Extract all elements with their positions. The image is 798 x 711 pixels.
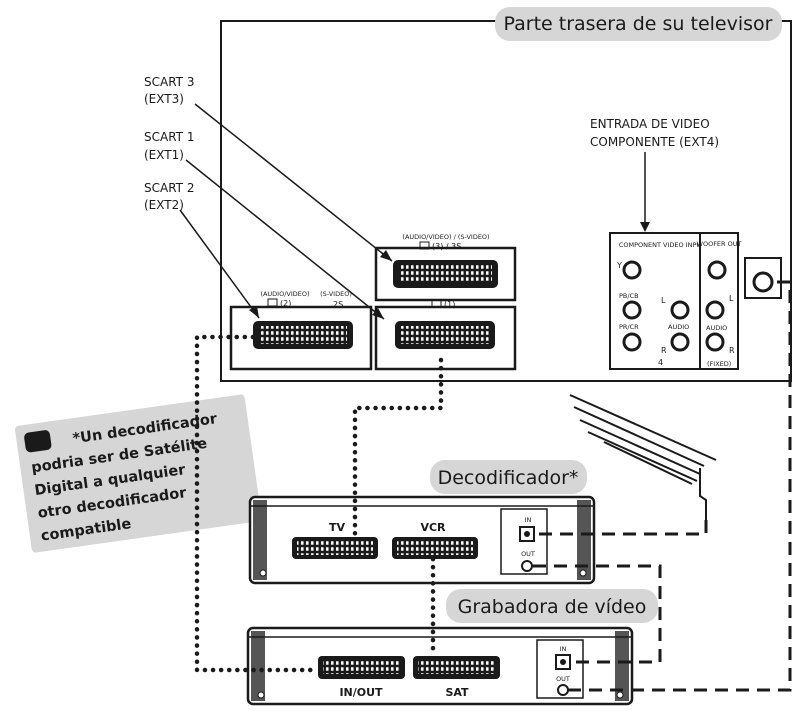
component-y-jack[interactable] [622, 260, 642, 280]
antenna-jack-icon [752, 271, 774, 293]
component-pb-jack[interactable] [622, 300, 642, 320]
callout-component-line1: ENTRADA DE VIDEO [590, 117, 710, 131]
input-arrow-icon [419, 241, 430, 250]
leader-scart3 [194, 103, 393, 262]
coax-jack-icon [524, 531, 530, 537]
leader-arrowheads [372, 308, 384, 319]
woofer-out-jack[interactable] [707, 260, 727, 280]
decoder-tv-port-label: TV [329, 521, 346, 534]
component-pb-label: PB/CB [619, 292, 639, 300]
scart2-connector-pins [259, 326, 347, 344]
woofer-fixed-label: (FIXED) [707, 360, 731, 368]
component-audio-l-jack[interactable] [670, 300, 690, 320]
vcr-rf-out-label: OUT [556, 675, 570, 683]
callout-scart3-line2: (EXT3) [144, 92, 184, 106]
leader-scart1 [185, 159, 385, 320]
callout-component-line2: COMPONENTE (EXT4) [590, 135, 719, 149]
woofer-audio-label: AUDIO [706, 324, 727, 332]
scart3-ports-label: (3) / 3S [432, 242, 461, 251]
scart2-port-label: (2) [280, 299, 291, 308]
woofer-header: WOOFER OUT [697, 240, 742, 248]
input-arrow-icon [431, 299, 442, 308]
component-header: COMPONENT VIDEO INPUT [619, 241, 705, 249]
vcr-sat-scart-pins [418, 660, 495, 674]
coax-jack-icon [560, 659, 566, 665]
component-audio-r-jack[interactable] [670, 332, 690, 352]
scart-cables [194, 334, 444, 673]
component-pr-jack[interactable] [622, 332, 642, 352]
scart3-slot-label: (AUDIO/VIDEO) / (S-VIDEO) [402, 233, 489, 241]
leader-arrowheads [640, 222, 650, 232]
decoder-rf-in-label: IN [525, 516, 532, 524]
callout-scart2-line2: (EXT2) [144, 198, 184, 212]
pointing-hand-icon [24, 430, 52, 453]
cable-decoder-out-to-vcr-in [533, 564, 662, 664]
vcr-inout-port-label: IN/OUT [339, 686, 383, 699]
note-card: *Un decodificador podria ser de Satélite… [14, 394, 262, 553]
tv-panel-title: Parte trasera de su televisor [504, 13, 773, 35]
rf-cables [533, 280, 792, 692]
woofer-panel [699, 232, 739, 370]
woofer-r-label: R [729, 346, 735, 355]
tv-panel-title-pill [495, 7, 782, 41]
cable-vcr-out-to-tv [568, 280, 792, 692]
antenna-icon [569, 394, 717, 520]
vcr-inout-scart-pins [323, 660, 400, 674]
decoder-title: Decodificador* [438, 467, 579, 489]
vcr-rf-in-label: IN [560, 645, 567, 653]
component-audio-label: AUDIO [668, 323, 689, 331]
callout-scart1-line1: SCART 1 [144, 130, 194, 144]
decoder-vcr-scart-pins [397, 541, 473, 555]
component-pr-label: PR/CR [619, 323, 639, 331]
component-port-number: 4 [658, 358, 663, 367]
scart2-slot-label: (AUDIO/VIDEO) [260, 290, 309, 298]
input-arrow-icon [267, 298, 278, 307]
svideo2-slot-label: (S-VIDEO) [320, 290, 352, 298]
callout-scart3-line1: SCART 3 [144, 75, 194, 89]
audio-out-r-jack[interactable] [705, 332, 725, 352]
decoder-rf-out-label: OUT [521, 550, 535, 558]
component-y-label: Y [616, 261, 622, 270]
audio-out-l-jack[interactable] [705, 300, 725, 320]
leader-arrowheads [249, 306, 259, 318]
vcr-rf-out-jack[interactable] [557, 684, 569, 696]
cable-antenna-to-decoder-in [535, 520, 708, 536]
scart3-connector-pins [399, 265, 492, 283]
callout-scart1-line2: (EXT1) [144, 148, 184, 162]
woofer-l-label: L [729, 294, 734, 303]
decoder-rf-out-jack[interactable] [521, 560, 533, 572]
decoder-tv-scart-pins [297, 541, 373, 555]
scart1-port-label: (1) [444, 300, 455, 309]
vcr-title-pill [446, 589, 658, 623]
leader-arrowheads [380, 250, 392, 261]
component-r-label: R [661, 346, 667, 355]
callout-scart2-line1: SCART 2 [144, 181, 194, 195]
decoder-title-pill [430, 460, 587, 494]
vcr-sat-port-label: SAT [445, 686, 469, 699]
svideo2-port-label: 2S [333, 300, 343, 309]
leader-scart2 [179, 209, 260, 319]
decoder-vcr-port-label: VCR [420, 521, 446, 534]
cable-scart1-to-decoder-tv [352, 357, 444, 543]
vcr-title: Grabadora de vídeo [458, 596, 647, 618]
component-l-label: L [661, 296, 666, 305]
scart1-connector-pins [401, 326, 489, 344]
